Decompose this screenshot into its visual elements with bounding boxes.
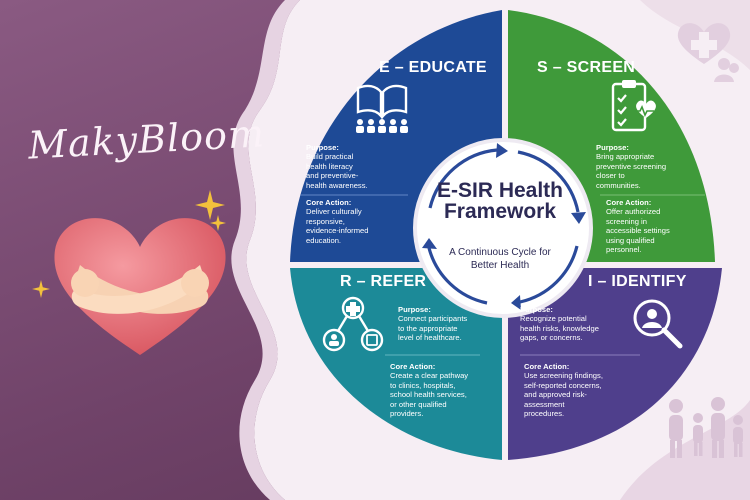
identify-action-line: and approved risk- xyxy=(524,390,587,400)
refer-purpose-line: Connect participants xyxy=(398,314,468,324)
screen-purpose-line: closer to xyxy=(596,171,625,181)
medical-cross-people-icon xyxy=(677,23,739,82)
identify-purpose-line: gaps, or concerns. xyxy=(520,333,583,343)
educate-title: E – EDUCATE xyxy=(379,59,487,76)
refer-action-label: Core Action: xyxy=(390,362,436,371)
identify-action-line: self-reported concerns, xyxy=(524,380,602,390)
cycle-arrowheads xyxy=(422,143,586,310)
educate-purpose-label: Purpose: xyxy=(306,143,339,152)
educate-action-line: education. xyxy=(306,235,342,245)
refer-purpose: Purpose: Connect participants to the app… xyxy=(398,305,498,343)
screen-purpose-line: preventive screening xyxy=(596,161,667,171)
screen-purpose: Purpose: Bring appropriate preventive sc… xyxy=(596,143,706,190)
refer-action-line: or other qualified xyxy=(390,399,447,409)
identify-purpose-label: Purpose: xyxy=(520,305,553,314)
referral-network-icon xyxy=(322,296,384,352)
screen-action-line: personnel. xyxy=(606,245,642,255)
refer-action-line: school health services, xyxy=(390,390,467,400)
screen-action-line: Offer authorized xyxy=(606,207,661,217)
center-disc xyxy=(413,138,593,318)
screen-action: Core Action: Offer authorized screening … xyxy=(606,198,711,254)
clipboard-heart-icon xyxy=(611,80,656,132)
identify-purpose: Purpose: Recognize potential health risk… xyxy=(520,305,630,343)
refer-purpose-line: to the appropriate xyxy=(398,323,458,333)
family-icon xyxy=(669,397,743,458)
identify-purpose-line: Recognize potential xyxy=(520,314,587,324)
identify-action-line: Use screening findings, xyxy=(524,371,603,381)
educate-action-line: evidence-informed xyxy=(306,226,369,236)
sparkle-icon xyxy=(195,190,225,220)
heart-hug-icon xyxy=(54,218,226,355)
center-title: E-SIR Health Framework xyxy=(436,179,564,223)
identify-purpose-line: health risks, knowledge xyxy=(520,323,599,333)
book-people-icon xyxy=(356,84,408,133)
refer-action-line: Create a clear pathway xyxy=(390,371,469,381)
screen-action-line: screening in xyxy=(606,216,647,226)
educate-purpose-line: health literacy xyxy=(306,161,353,171)
educate-action-line: responsive, xyxy=(306,216,345,226)
cycle-arrows xyxy=(427,148,580,305)
sparkle-icon xyxy=(210,215,226,231)
identify-action-label: Core Action: xyxy=(524,362,570,371)
identify-title: I – IDENTIFY xyxy=(588,273,687,290)
screen-purpose-line: communities. xyxy=(596,180,641,190)
educate-purpose: Purpose: Build practical health literacy… xyxy=(306,143,416,190)
refer-action-line: providers. xyxy=(390,409,424,419)
screen-purpose-label: Purpose: xyxy=(596,143,629,152)
educate-action: Core Action: Deliver culturally responsi… xyxy=(306,198,416,245)
refer-action: Core Action: Create a clear pathway to c… xyxy=(390,362,500,418)
screen-action-label: Core Action: xyxy=(606,198,652,207)
educate-action-line: Deliver culturally xyxy=(306,207,362,217)
educate-purpose-line: Build practical xyxy=(306,152,354,162)
quadrant-refer xyxy=(290,268,502,460)
center-subtitle: A Continuous Cycle for Better Health xyxy=(449,247,551,271)
screen-purpose-line: Bring appropriate xyxy=(596,152,655,162)
educate-purpose-line: and preventive- xyxy=(306,171,359,181)
refer-purpose-label: Purpose: xyxy=(398,305,431,314)
identify-action-line: assessment xyxy=(524,399,565,409)
refer-action-line: to clinics, hospitals, xyxy=(390,380,456,390)
refer-purpose-line: level of healthcare. xyxy=(398,333,462,343)
educate-action-label: Core Action: xyxy=(306,198,352,207)
screen-action-line: using qualified xyxy=(606,235,655,245)
identify-action-line: procedures. xyxy=(524,409,565,419)
screen-title: S – SCREEN xyxy=(537,59,636,76)
identify-action: Core Action: Use screening findings, sel… xyxy=(524,362,634,418)
educate-purpose-line: health awareness. xyxy=(306,180,368,190)
refer-title: R – REFER xyxy=(340,273,427,290)
screen-action-line: accessible settings xyxy=(606,226,670,236)
magnify-person-icon xyxy=(633,299,683,349)
sparkle-icon xyxy=(32,280,50,298)
